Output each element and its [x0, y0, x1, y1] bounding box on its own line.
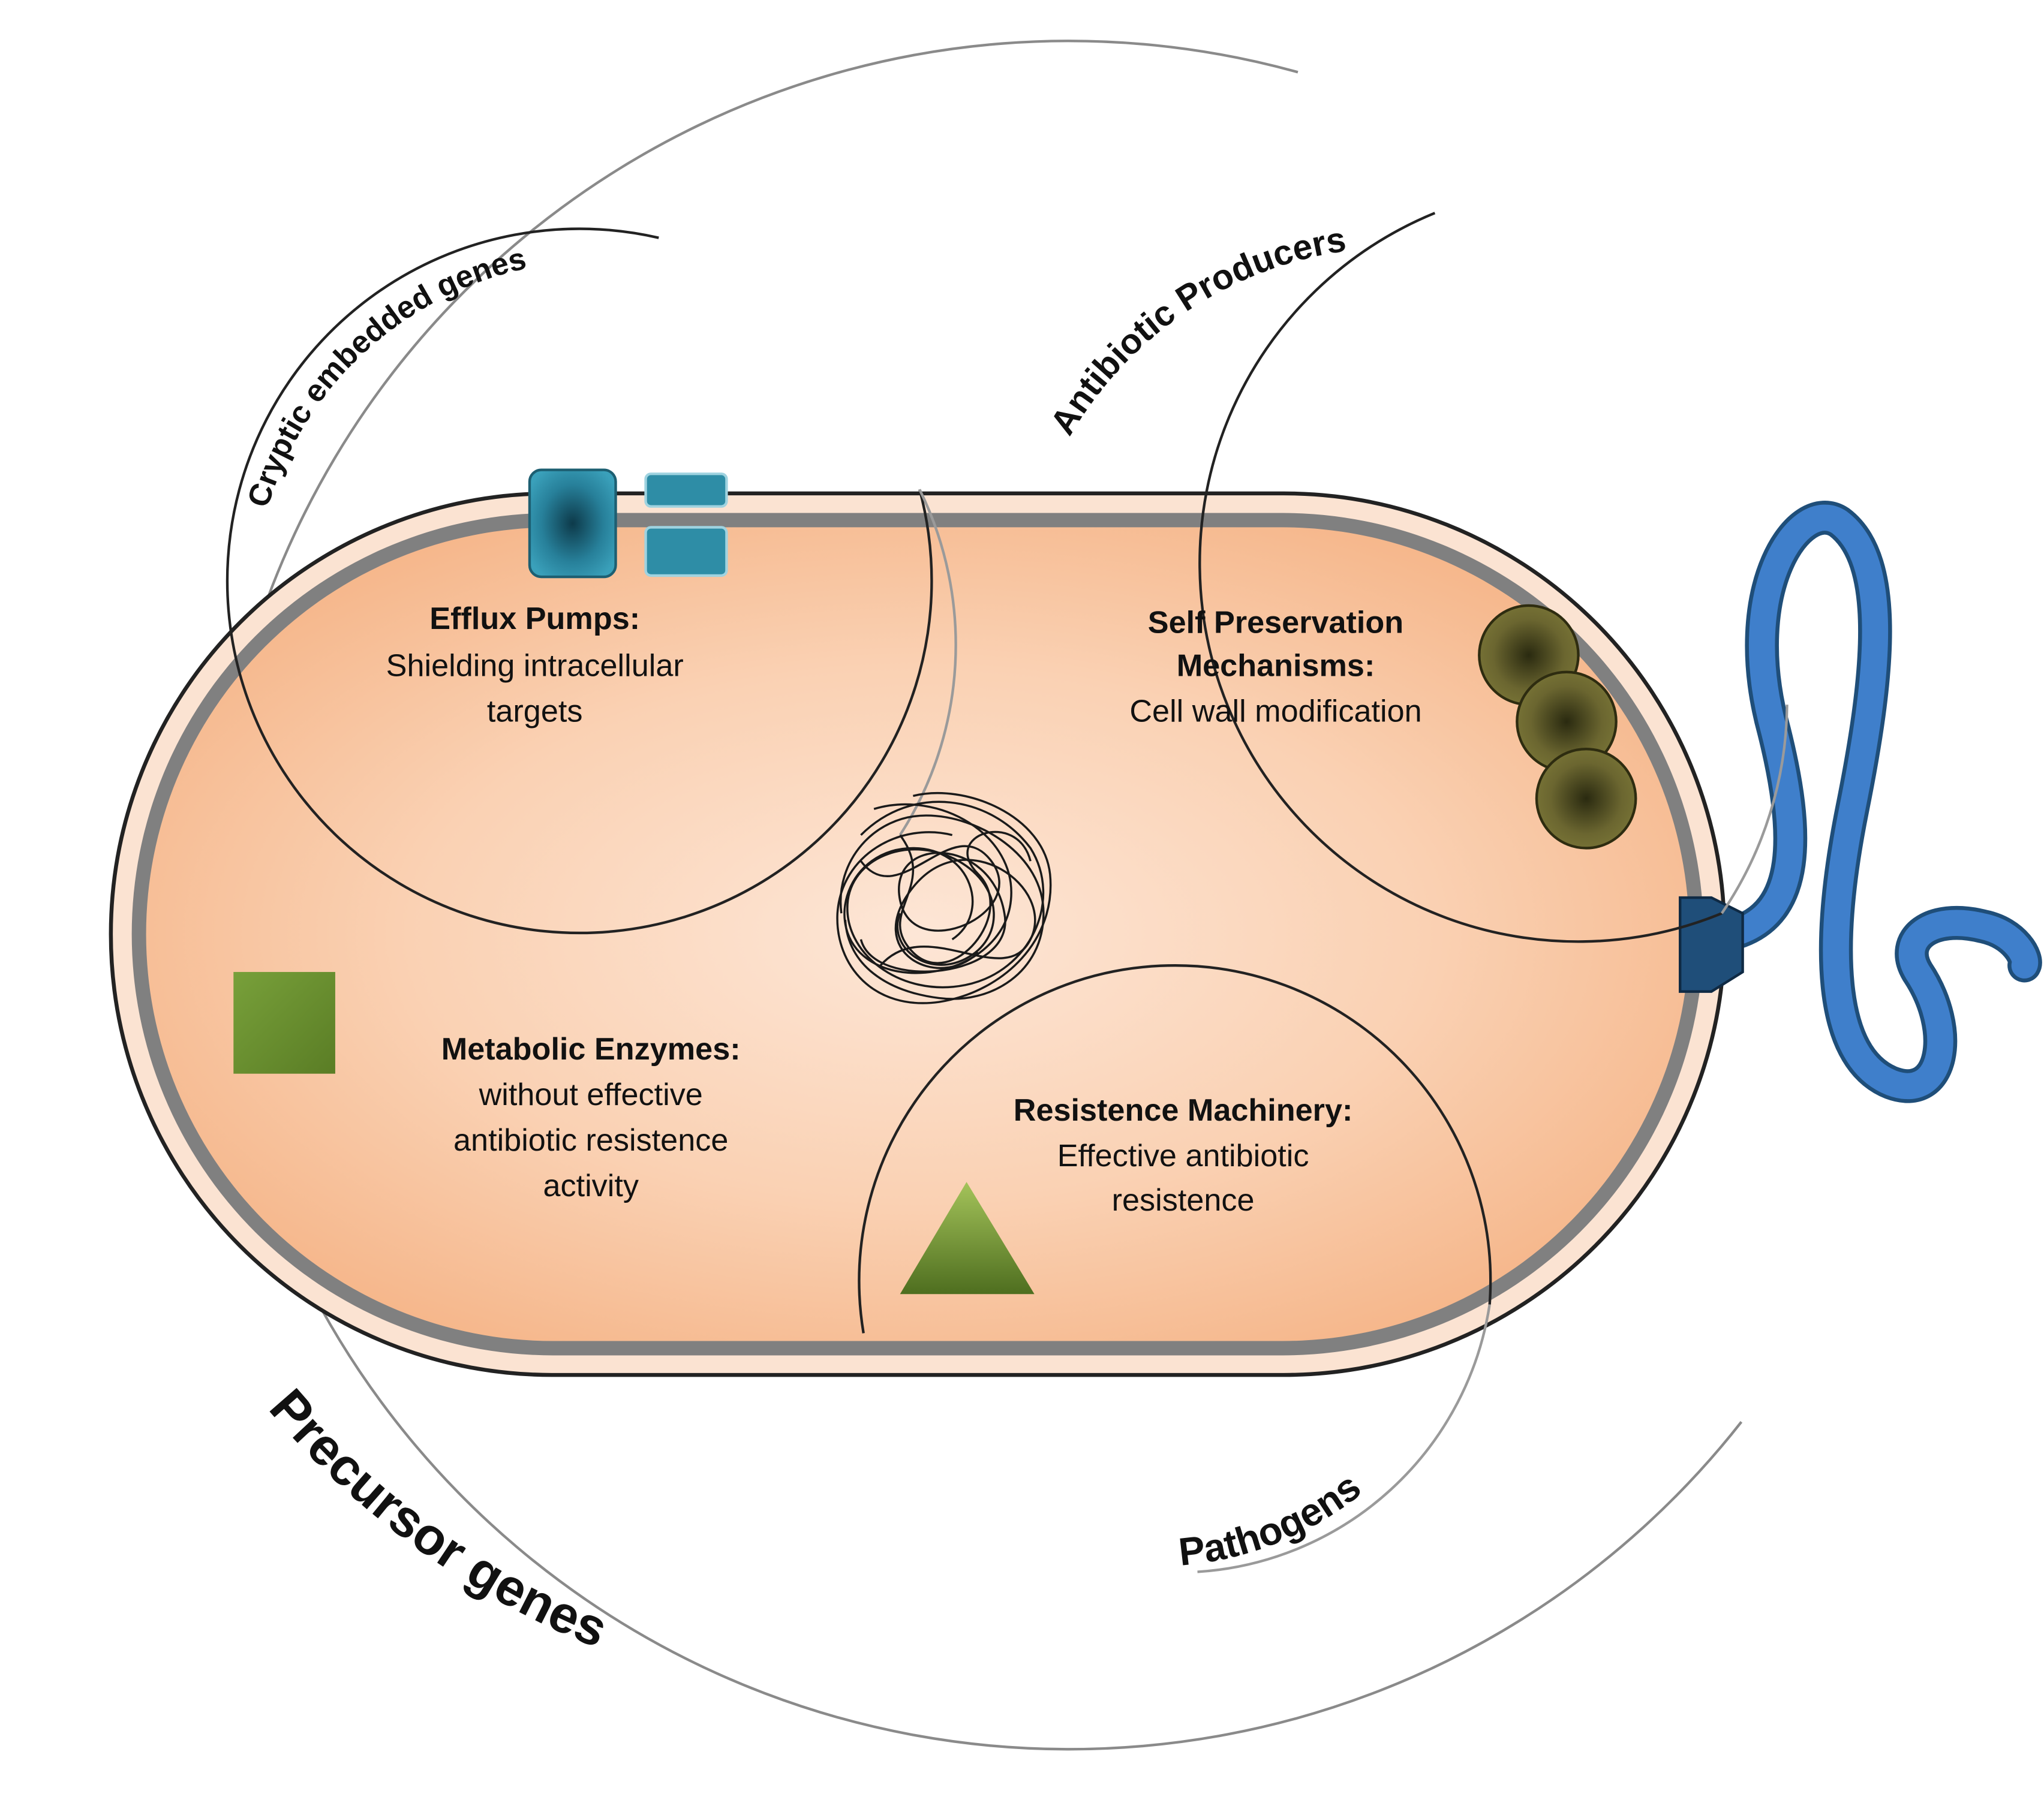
efflux-region-text: Efflux Pumps: Shielding intracellular ta…	[386, 601, 684, 729]
self-preservation-title-1: Self Preservation	[1148, 606, 1403, 640]
cryptic-embedded-genes-arc	[226, 227, 933, 935]
cell-wall-bead-3	[1535, 747, 1637, 850]
resistence-triangle	[900, 1182, 1035, 1295]
efflux-line-2: targets	[487, 694, 583, 729]
flagellum-fill	[1721, 504, 2039, 1100]
antibiotic-producers-arc-tail	[1721, 705, 1789, 914]
flagellar-motor	[1679, 896, 1744, 993]
efflux-line-1: Shielding intracellular	[386, 648, 684, 683]
pathogens-arc	[858, 964, 1492, 1334]
antibiotic-producers-label: Antibiotic Producers	[1043, 220, 1349, 441]
metabolic-line-1: without effective	[479, 1077, 703, 1112]
resistence-title: Resistence Machinery:	[1014, 1093, 1353, 1128]
efflux-pump-small-top	[644, 472, 728, 508]
resistence-line-1: Effective antibiotic	[1057, 1139, 1309, 1173]
cytoplasm	[146, 527, 1690, 1341]
metabolic-title: Metabolic Enzymes:	[441, 1032, 741, 1067]
metabolic-line-3: activity	[543, 1169, 639, 1203]
metabolic-enzyme-square	[233, 972, 335, 1074]
efflux-pump-large	[528, 468, 617, 579]
pathogens-arc-tail	[1197, 1304, 1491, 1573]
nucleoid-dna-tangle	[836, 791, 1052, 1004]
cryptic-embedded-genes-label: Cryptic embedded genes	[241, 241, 530, 511]
metabolic-line-2: antibiotic resistence	[453, 1123, 728, 1158]
resistence-line-2: resistence	[1112, 1183, 1255, 1218]
metabolic-region-text: Metabolic Enzymes: without effective ant…	[441, 1032, 741, 1203]
resistence-region-text: Resistence Machinery: Effective antibiot…	[1014, 1093, 1353, 1218]
self-preservation-line-1: Cell wall modification	[1129, 694, 1421, 729]
cryptic-embedded-genes-text: Cryptic embedded genes	[241, 241, 530, 511]
antibiotic-producers-text: Antibiotic Producers	[1043, 220, 1349, 441]
self-preservation-title-2: Mechanisms:	[1177, 648, 1375, 683]
cryptic-embedded-genes-arc-tail	[898, 489, 957, 836]
precursor-genes-label: Precursor genes	[258, 1378, 615, 1658]
antibiotic-producers-arc	[1198, 212, 1723, 943]
efflux-title: Efflux Pumps:	[429, 601, 640, 636]
efflux-pump-small-bottom	[644, 526, 728, 577]
self-preservation-region-text: Self Preservation Mechanisms: Cell wall …	[1129, 606, 1421, 729]
precursor-genes-text: Precursor genes	[258, 1378, 615, 1658]
